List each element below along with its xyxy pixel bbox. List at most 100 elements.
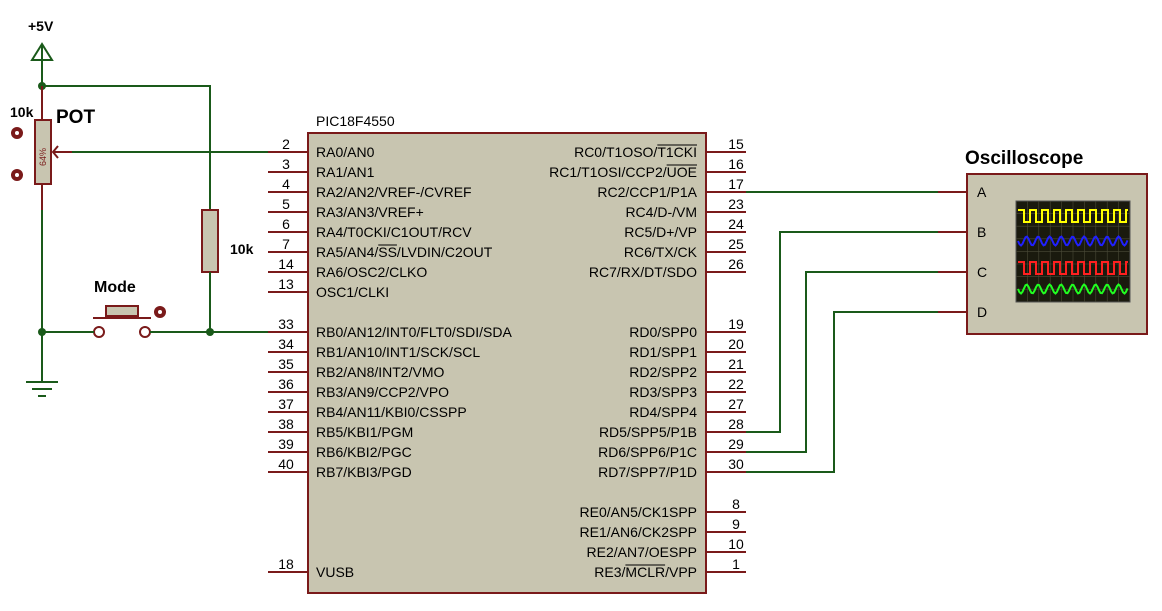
pin-name: RA3/AN3/VREF+ (316, 204, 424, 220)
pot-setting: 64% (38, 148, 48, 166)
pin-name: RC4/D-/VM (625, 204, 697, 220)
pin-name: RE0/AN5/CK1SPP (580, 504, 698, 520)
pin-name: RD2/SPP2 (629, 364, 697, 380)
pin-name: RB4/AN11/KBI0/CSSPP (316, 404, 467, 420)
pin-number: 30 (728, 456, 744, 472)
scope-channel-b: B (977, 224, 986, 240)
pot-title: POT (56, 107, 95, 128)
pin-number: 25 (728, 236, 744, 252)
trace-b (1017, 235, 1129, 247)
pin-name: RD4/SPP4 (629, 404, 697, 420)
pin-name: RC6/TX/CK (624, 244, 698, 260)
pin-name: RB0/AN12/INT0/FLT0/SDI/SDA (316, 324, 512, 340)
trace-d (1017, 283, 1129, 295)
pin-name: RA6/OSC2/CLKO (316, 264, 427, 280)
pin-name: RB6/KBI2/PGC (316, 444, 412, 460)
pullup-value: 10k (230, 241, 254, 257)
pin-number: 39 (278, 436, 294, 452)
pin-number: 14 (278, 256, 294, 272)
wire-ch-d (746, 311, 938, 473)
pin-name: RC2/CCP1/P1A (597, 184, 697, 200)
pin-number: 18 (278, 556, 294, 572)
scope-channel-d: D (977, 304, 987, 320)
pin-number: 13 (278, 276, 294, 292)
pin-number: 24 (728, 216, 744, 232)
trace-a (1018, 209, 1128, 223)
wire-ch-c (746, 271, 938, 453)
pin-number: 6 (282, 216, 290, 232)
pin-number: 37 (278, 396, 294, 412)
pin-number: 29 (728, 436, 744, 452)
ground-symbol (26, 381, 58, 397)
pin-number: 40 (278, 456, 294, 472)
pin-number: 35 (278, 356, 294, 372)
pin-name: RD1/SPP1 (629, 344, 697, 360)
pin-name: RC1/T1OSI/CCP2/UOE (549, 164, 697, 180)
pin-number: 38 (278, 416, 294, 432)
pin-name: RB5/KBI1/PGM (316, 424, 413, 440)
pin-name: RD5/SPP5/P1B (599, 424, 697, 440)
pin-number: 15 (728, 136, 744, 152)
pin-name: RE1/AN6/CK2SPP (580, 524, 698, 540)
pin-number: 34 (278, 336, 294, 352)
mode-button[interactable]: Mode (93, 279, 166, 338)
pin-number: 26 (728, 256, 744, 272)
pin-number: 10 (728, 536, 744, 552)
pin-number: 5 (282, 196, 290, 212)
pin-number: 3 (282, 156, 290, 172)
pot-increase-button[interactable] (11, 127, 23, 139)
pin-name: RB1/AN10/INT1/SCK/SCL (316, 344, 480, 360)
pin-name: RA4/T0CKI/C1OUT/RCV (316, 224, 472, 240)
wire-ch-b (746, 231, 938, 433)
supply-label: +5V (28, 18, 54, 34)
pin-number: 9 (732, 516, 740, 532)
pin-number: 23 (728, 196, 744, 212)
pin-number: 19 (728, 316, 744, 332)
mode-button-label: Mode (94, 279, 136, 296)
pin-name: RD7/SPP7/P1D (598, 464, 697, 480)
potentiometer: 64% 10k POT (10, 86, 95, 210)
pin-number: 17 (728, 176, 744, 192)
scope-channel-a: A (977, 184, 987, 200)
scope-channel-c: C (977, 264, 987, 280)
pin-number: 33 (278, 316, 294, 332)
pin-name: RA5/AN4/SS/LVDIN/C2OUT (316, 244, 493, 260)
pot-decrease-button[interactable] (11, 169, 23, 181)
pin-number: 36 (278, 376, 294, 392)
pin-name: RE2/AN7/OESPP (587, 544, 698, 560)
pin-name: RE3/MCLR/VPP (594, 564, 697, 580)
pin-name: RA1/AN1 (316, 164, 375, 180)
pin-name: RD6/SPP6/P1C (598, 444, 697, 460)
vcc-rail (42, 85, 211, 210)
trace-c (1018, 261, 1128, 275)
pin-name: RC0/T1OSO/T1CKI (574, 144, 697, 160)
pin-number: 22 (728, 376, 744, 392)
pin-name: RD0/SPP0 (629, 324, 697, 340)
